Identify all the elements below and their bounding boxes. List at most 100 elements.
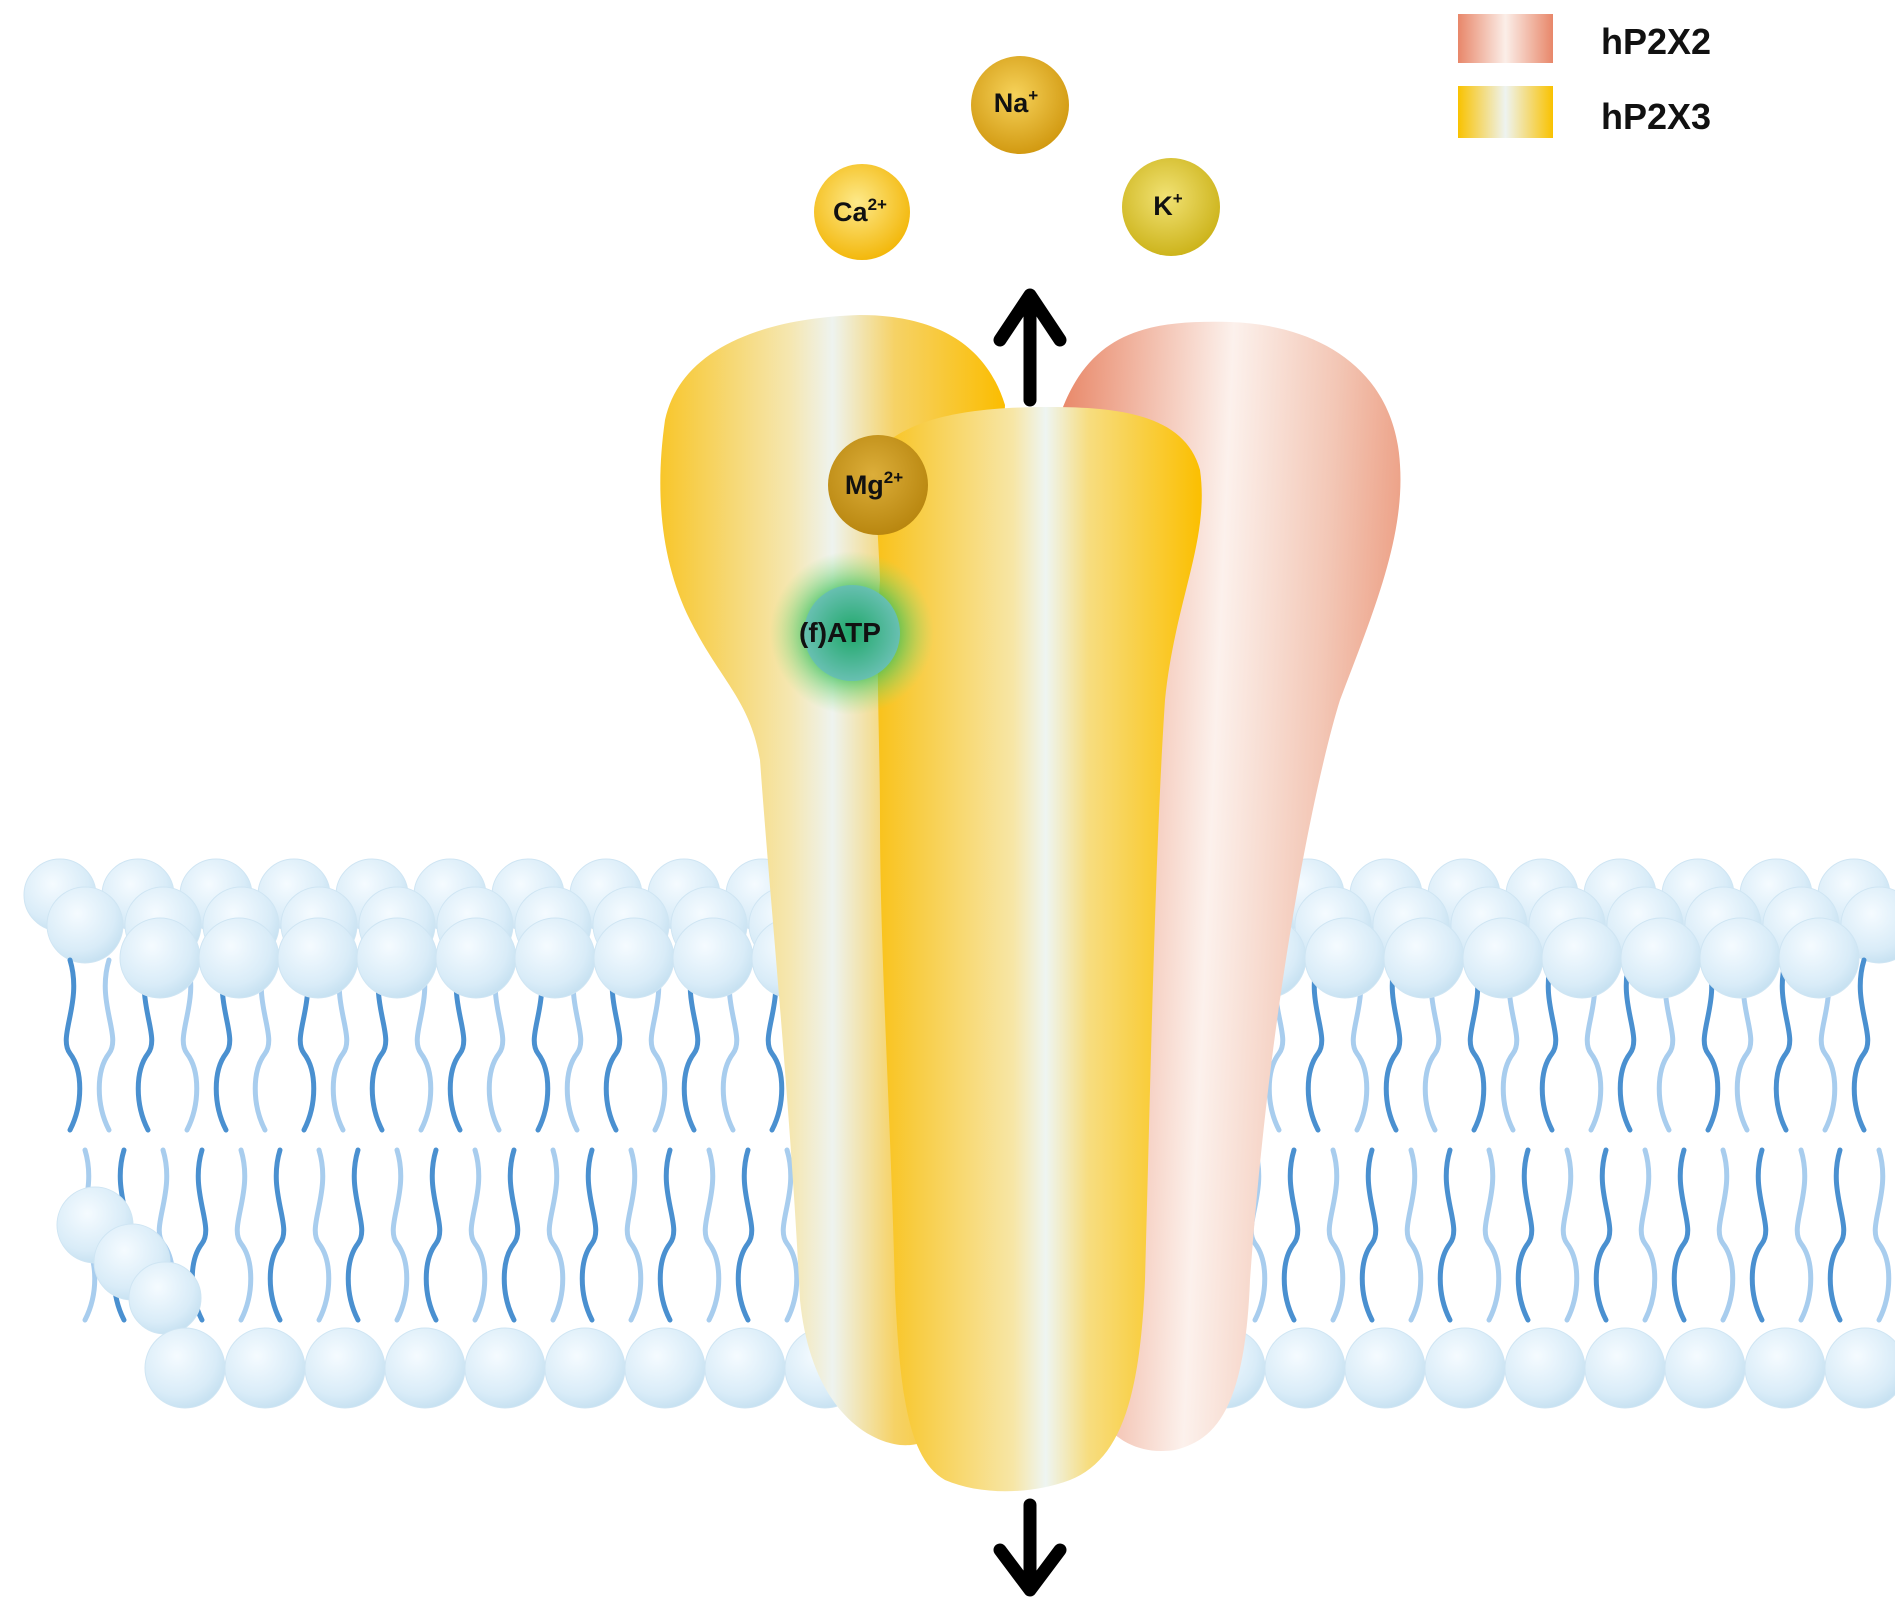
- lipid-head: [128, 1261, 202, 1335]
- lipid-tail: [1851, 957, 1871, 1133]
- svg-text:hP2X3: hP2X3: [1601, 96, 1711, 137]
- lipid-head: [356, 917, 438, 999]
- lipid-tail: [1773, 957, 1793, 1133]
- lipid-tail: [1326, 1147, 1346, 1323]
- lipid-head: [593, 917, 675, 999]
- lipid-tail: [1515, 1147, 1535, 1323]
- lipid-tail: [1638, 1147, 1658, 1323]
- lipid-tail: [234, 1147, 254, 1323]
- lipid-tail: [1539, 957, 1559, 1133]
- lipid-tail: [1617, 957, 1637, 1133]
- lipid-head: [624, 1327, 706, 1409]
- lipid-tail: [1749, 1147, 1769, 1323]
- lipid-head: [1541, 917, 1623, 999]
- lipid-head: [464, 1327, 546, 1409]
- lipid-head: [514, 917, 596, 999]
- legend: hP2X2 hP2X3: [1458, 14, 1711, 138]
- lipid-tail: [390, 1147, 410, 1323]
- lipid-tail: [780, 1147, 800, 1323]
- lipid-head: [1744, 1327, 1826, 1409]
- lipid-tail: [267, 1147, 287, 1323]
- lipid-tail: [468, 1147, 488, 1323]
- lipid-tail: [312, 1147, 332, 1323]
- lipid-head: [1383, 917, 1465, 999]
- lipid-tail: [1305, 957, 1325, 1133]
- lipid-tail: [603, 957, 623, 1133]
- lipid-tail: [1281, 1147, 1301, 1323]
- potassium-ion: K+: [1122, 158, 1220, 256]
- upward-arrow: [993, 288, 1067, 407]
- lipid-tail: [345, 1147, 365, 1323]
- lipid-tail: [1437, 1147, 1457, 1323]
- lipid-head: [1304, 917, 1386, 999]
- atp-ligand: (f)ATP: [770, 551, 934, 715]
- lipid-head: [1424, 1327, 1506, 1409]
- svg-text:Na+: Na+: [994, 86, 1039, 118]
- lipid-tail: [447, 957, 467, 1133]
- lipid-tail: [501, 1147, 521, 1323]
- lipid-head: [1264, 1327, 1346, 1409]
- lipid-head: [672, 917, 754, 999]
- lipid-tail: [1248, 1147, 1268, 1323]
- lipid-tail: [414, 957, 434, 1133]
- lipid-tail: [1671, 1147, 1691, 1323]
- lipid-head: [304, 1327, 386, 1409]
- lipid-tail: [735, 1147, 755, 1323]
- lipid-head: [277, 917, 359, 999]
- lipid-tail: [1560, 1147, 1580, 1323]
- downward-arrow: [993, 1498, 1067, 1597]
- lipid-tail: [702, 1147, 722, 1323]
- legend-item-hp2x2: hP2X2: [1458, 14, 1711, 63]
- lipid-tail: [1404, 1147, 1424, 1323]
- lipid-head: [435, 917, 517, 999]
- lipid-tail: [1794, 1147, 1814, 1323]
- lipid-tail: [1593, 1147, 1613, 1323]
- lipid-head: [198, 917, 280, 999]
- lipid-head: [224, 1327, 306, 1409]
- lipid-head: [1344, 1327, 1426, 1409]
- lipid-head: [1584, 1327, 1666, 1409]
- lipid-tail: [180, 957, 200, 1133]
- lipid-tail: [63, 957, 83, 1133]
- lipid-tail: [1482, 1147, 1502, 1323]
- lipid-head: [544, 1327, 626, 1409]
- lipid-head: [46, 886, 124, 964]
- lipid-tail: [96, 957, 116, 1133]
- svg-text:Mg2+: Mg2+: [845, 468, 903, 500]
- legend-item-hp2x3: hP2X3: [1458, 86, 1711, 138]
- lipid-head: [1699, 917, 1781, 999]
- lipid-head: [1462, 917, 1544, 999]
- lipid-tail: [624, 1147, 644, 1323]
- lipid-tail: [648, 957, 668, 1133]
- lipid-tail: [1827, 1147, 1847, 1323]
- lipid-tail: [1383, 957, 1403, 1133]
- sodium-ion: Na+: [971, 56, 1069, 154]
- lipid-tail: [1716, 1147, 1736, 1323]
- lipid-head: [1620, 917, 1702, 999]
- p2x3-subunit-front: [876, 407, 1202, 1492]
- svg-text:Ca2+: Ca2+: [833, 195, 887, 227]
- lipid-tail: [369, 957, 389, 1133]
- svg-text:hP2X2: hP2X2: [1601, 21, 1711, 62]
- lipid-head: [1504, 1327, 1586, 1409]
- svg-text:(f)ATP: (f)ATP: [799, 617, 881, 648]
- lipid-tail: [681, 957, 701, 1133]
- lipid-tail: [423, 1147, 443, 1323]
- lipid-head: [384, 1327, 466, 1409]
- lipid-tail: [1467, 957, 1487, 1133]
- lipid-head: [119, 917, 201, 999]
- lipid-tail: [546, 1147, 566, 1323]
- lipid-tail: [1872, 1147, 1892, 1323]
- svg-text:K+: K+: [1153, 189, 1183, 221]
- lipid-tail: [252, 957, 272, 1133]
- lipid-head: [1664, 1327, 1746, 1409]
- lipid-head: [144, 1327, 226, 1409]
- lipid-tail: [1701, 957, 1721, 1133]
- lipid-tail: [657, 1147, 677, 1323]
- magnesium-ion: Mg2+: [828, 435, 928, 535]
- lipid-head: [1778, 917, 1860, 999]
- lipid-tail: [1359, 1147, 1379, 1323]
- lipid-tail: [486, 957, 506, 1133]
- lipid-tail: [564, 957, 584, 1133]
